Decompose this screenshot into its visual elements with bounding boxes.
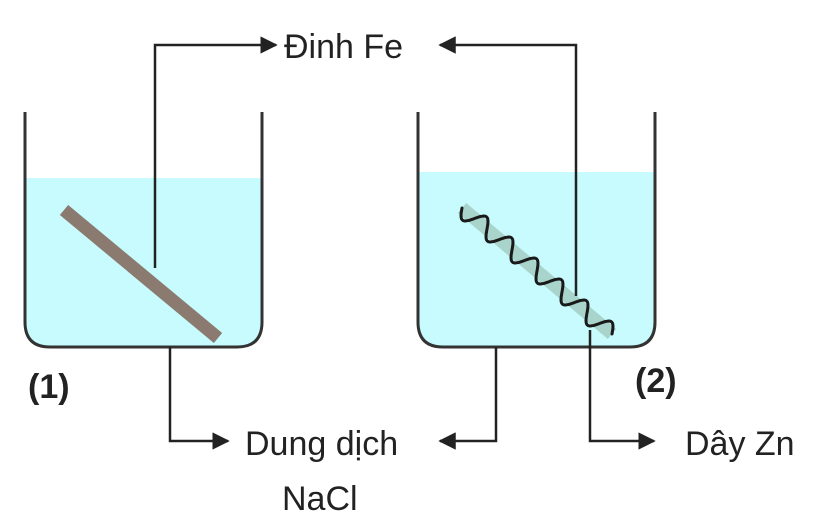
solution-label-line1: Dung dịch — [245, 425, 398, 463]
beaker-1 — [23, 112, 264, 349]
beaker-1-solution — [25, 178, 262, 347]
iron-nail-1 — [59, 205, 223, 343]
beaker-2-outline — [416, 112, 657, 349]
beaker-2-number: (2) — [635, 362, 677, 400]
zinc-wire-leader — [588, 330, 656, 450]
solution-1-leader — [168, 347, 230, 450]
beaker-1-number: (1) — [28, 368, 70, 406]
solution-label-line2: NaCl — [282, 480, 358, 518]
solution-2-leader — [438, 347, 498, 450]
zinc-wire-label: Dây Zn — [685, 425, 795, 463]
leader-lines — [153, 36, 656, 450]
beaker-2 — [416, 112, 657, 349]
iron-nail-label: Đinh Fe — [284, 28, 403, 66]
iron-nail-1-leader — [153, 36, 278, 268]
iron-nail-2-leader — [438, 36, 578, 296]
zinc-wire-coil — [459, 206, 615, 336]
beaker-1-outline — [23, 112, 264, 349]
